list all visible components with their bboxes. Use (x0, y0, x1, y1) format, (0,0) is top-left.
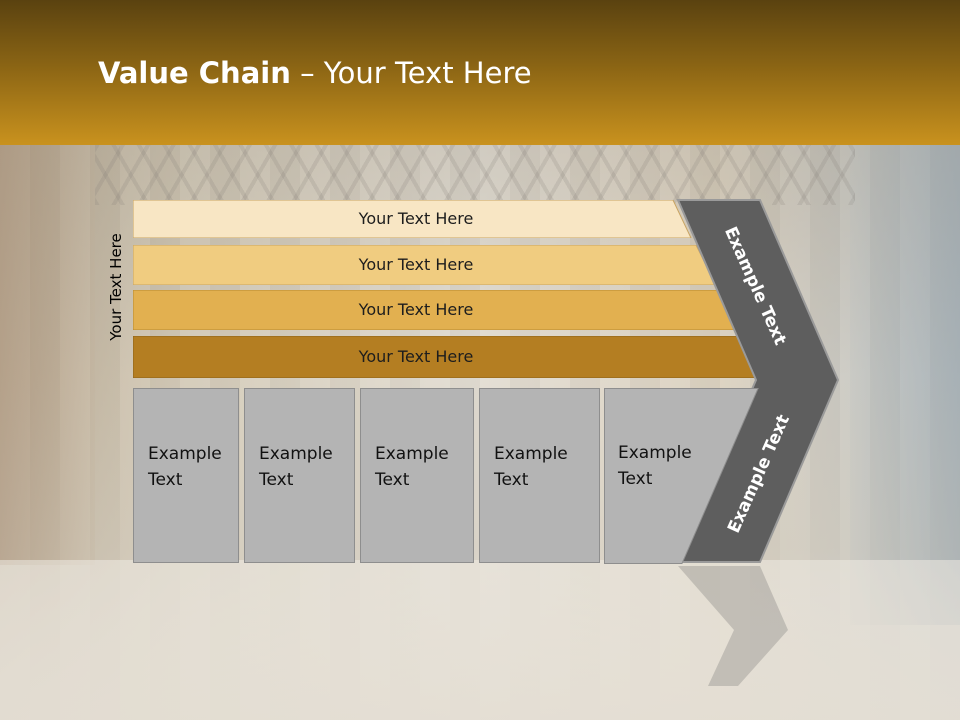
bar-label: Your Text Here (358, 347, 474, 366)
bar-label: Your Text Here (358, 255, 474, 274)
box-line-2: Text (375, 470, 410, 490)
box-line-2: Text (618, 469, 653, 489)
title-bold: Value Chain (98, 56, 291, 90)
box-line-1: Example (618, 443, 692, 463)
title-rest: – Your Text Here (290, 56, 532, 90)
box-line-1: Example (148, 444, 222, 464)
bar-label: Your Text Here (358, 300, 474, 319)
slide-title: Value Chain – Your Text Here (98, 56, 532, 90)
value-box-5-shape (604, 388, 759, 564)
background-roof-trusses (95, 145, 855, 205)
box-line-2: Text (259, 470, 294, 490)
background-floor (0, 560, 960, 720)
background-right-structure (850, 145, 960, 625)
bar-shape (133, 200, 692, 238)
bar-shape (133, 336, 764, 378)
bar-shape (133, 290, 740, 330)
header-band: Value Chain – Your Text Here (0, 0, 960, 145)
box-line-1: Example (375, 444, 449, 464)
box-line-2: Text (148, 470, 183, 490)
background-left-structure (0, 145, 95, 565)
chevron-reflection (678, 566, 788, 686)
bar-shape (133, 245, 717, 285)
box-line-1: Example (494, 444, 568, 464)
box-line-2: Text (494, 470, 529, 490)
bar-label: Your Text Here (358, 209, 474, 228)
box-line-1: Example (259, 444, 333, 464)
